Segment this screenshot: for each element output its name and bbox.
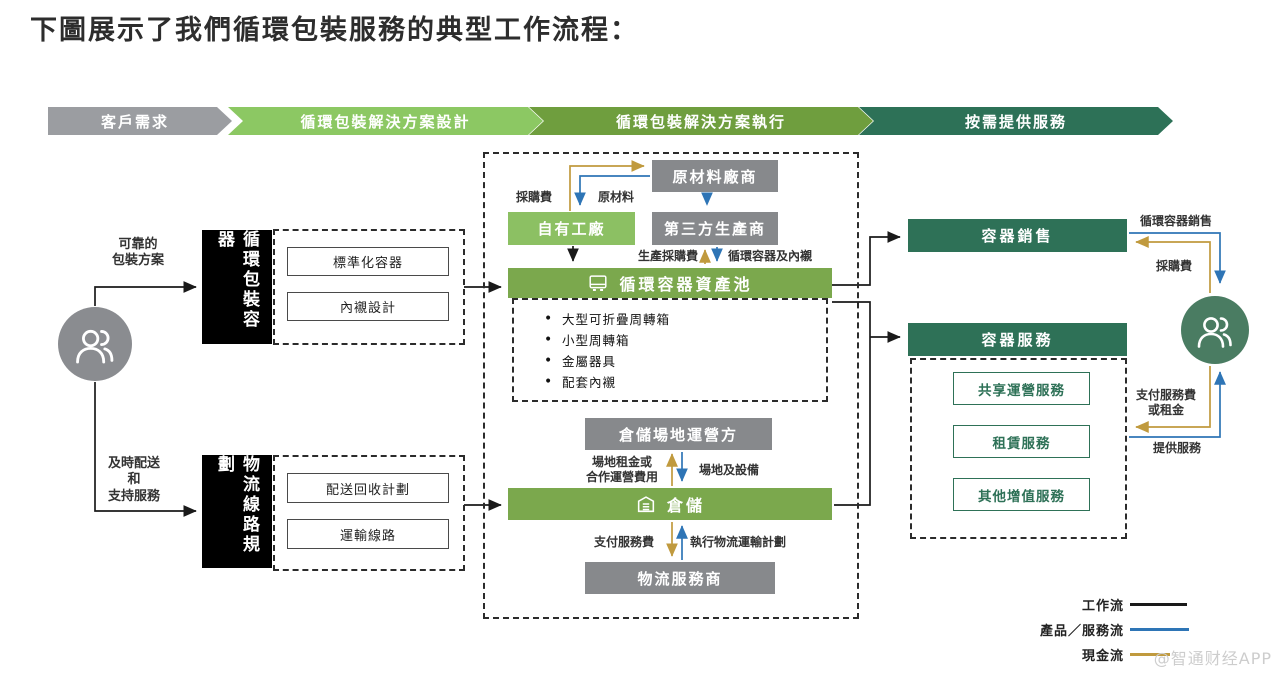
asset-item: 金屬器具 (514, 351, 826, 372)
node-standardized-container: 標準化容器 (287, 247, 449, 276)
asset-item: 配套內襯 (514, 372, 826, 393)
asset-item: 小型周轉箱 (514, 330, 826, 351)
node-label: 循環包裝容器 (214, 230, 259, 330)
node-shared-operation-service: 共享運營服務 (953, 372, 1090, 405)
label-provide-service: 提供服務 (1152, 441, 1201, 455)
group-solution-execution (483, 152, 859, 619)
node-liner-design: 內襯設計 (287, 292, 449, 321)
node-warehousing: 倉儲 (508, 488, 832, 520)
node-label: 物流線路規劃 (214, 455, 259, 555)
watermark: @智通财经APP (1153, 649, 1272, 668)
node-transport-route: 運輸線路 (287, 519, 449, 549)
legend-cash-flow: 現金流 (1036, 642, 1189, 667)
group-container-design (273, 229, 465, 345)
people-icon (1197, 317, 1232, 348)
node-container-services: 容器服務 (908, 323, 1127, 356)
node-rental-service: 租賃服務 (953, 425, 1090, 458)
legend: 工作流 產品／服務流 現金流 (1036, 592, 1189, 667)
node-raw-material-supplier: 原材料廠商 (652, 160, 778, 192)
label-timely-delivery: 及時配送 和 支持服務 (107, 456, 160, 504)
node-label: 倉儲 (666, 496, 705, 515)
legend-label: 產品／服務流 (1039, 624, 1124, 639)
label-site-equipment: 場地及設備 (698, 463, 759, 477)
phase-band-solution-execution: 循環包裝解決方案執行 (529, 107, 873, 135)
phase-label: 循環包裝解決方案設計 (300, 112, 471, 131)
asset-item: 大型可折疊周轉箱 (514, 309, 826, 330)
group-logistics-planning (273, 455, 465, 571)
phase-band-customer-demand: 客戶需求 (48, 107, 232, 135)
phase-band-solution-design: 循環包裝解決方案設計 (228, 107, 543, 135)
node-circular-container-asset-pool: 循環容器資產池 (508, 268, 832, 298)
node-logistics-service-provider: 物流服務商 (585, 562, 775, 594)
legend-label: 工作流 (1081, 599, 1124, 614)
people-icon (76, 329, 114, 364)
warehouse-icon (637, 496, 655, 513)
node-container-sales: 容器銷售 (908, 219, 1127, 252)
label-purchase-fee-right: 採購費 (1155, 259, 1192, 273)
label-pay-service-fee: 支付服務費 (593, 535, 654, 549)
node-own-factory: 自有工廠 (508, 212, 635, 245)
node-warehouse-site-operator: 倉儲場地運營方 (585, 418, 772, 450)
workflow-line-sample (1130, 603, 1187, 606)
label-purchase-fee: 採購費 (515, 190, 552, 204)
customer-avatar (58, 307, 132, 381)
phase-label: 客戶需求 (100, 112, 169, 131)
product-service-line-sample (1130, 628, 1189, 631)
label-site-rent: 場地租金或 合作運營費用 (585, 455, 658, 484)
end-customer-avatar (1181, 296, 1249, 364)
label-production-fee: 生產採購費 (637, 249, 698, 263)
legend-workflow: 工作流 (1036, 592, 1189, 617)
label-container-and-liner: 循環容器及內襯 (728, 249, 813, 263)
phase-label: 循環包裝解決方案執行 (615, 112, 786, 131)
cash-line-sample (1130, 653, 1170, 656)
label-reliable-packaging: 可靠的 包裝方案 (111, 237, 164, 269)
group-asset-pool-items: 大型可折疊周轉箱 小型周轉箱 金屬器具 配套內襯 (512, 298, 828, 402)
container-truck-icon (589, 275, 608, 291)
legend-label: 現金流 (1081, 649, 1124, 664)
phase-band-on-demand-service: 按需提供服務 (859, 107, 1173, 135)
node-third-party-producer: 第三方生產商 (652, 212, 778, 245)
label-pay-service-or-rent: 支付服務費 或租金 (1135, 388, 1196, 417)
phase-label: 按需提供服務 (964, 112, 1067, 131)
node-delivery-recycle-plan: 配送回收計劃 (287, 473, 449, 503)
node-label: 循環容器資產池 (619, 275, 753, 294)
label-raw-material: 原材料 (597, 190, 634, 204)
node-other-value-added-service: 其他增值服務 (953, 478, 1090, 511)
group-container-services (910, 358, 1127, 539)
legend-product-service-flow: 產品／服務流 (1036, 617, 1189, 642)
label-execute-logistics-plan: 執行物流運輸計劃 (690, 535, 787, 549)
page-title: 下圖展示了我們循環包裝服務的典型工作流程： (30, 15, 639, 46)
label-circular-container-sales: 循環容器銷售 (1139, 214, 1212, 228)
node-logistics-route-planning: 物流線路規劃 (202, 455, 272, 568)
node-circular-packaging-container: 循環包裝容器 (202, 230, 272, 344)
